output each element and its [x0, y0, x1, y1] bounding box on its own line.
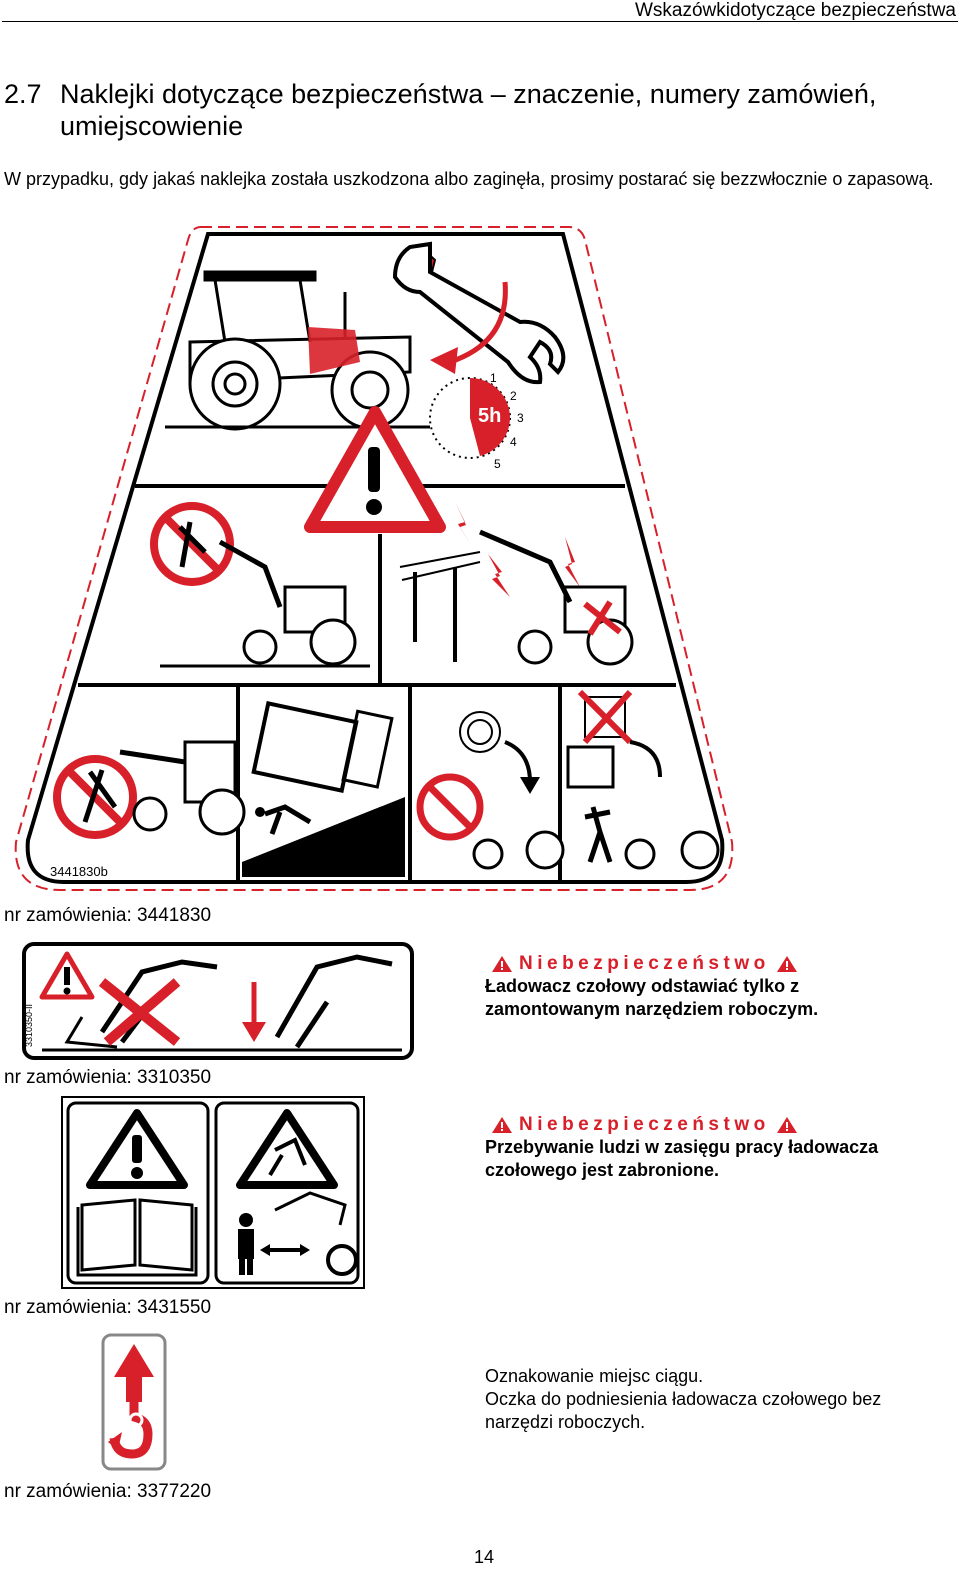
warning-triangle-icon: [776, 955, 797, 972]
warning-triangle-icon: [776, 1116, 797, 1133]
warning-block: Niebezpieczeństwo Ładowacz czołowy odsta…: [485, 952, 818, 1021]
safety-sticker-danger-zone: [61, 1096, 365, 1289]
power-line-danger-icon: [399, 502, 634, 666]
lifting-hook-sticker: [101, 1333, 167, 1471]
warning-triangle-icon: [492, 1116, 512, 1133]
section-title-line2: umiejscowienie: [60, 111, 244, 141]
warning-text-line: czołowego jest zabronione.: [485, 1160, 720, 1180]
person-keep-distance-icon: [238, 1191, 358, 1276]
warning-triangle-icon: [304, 406, 446, 533]
clock-mark: 2: [510, 389, 517, 403]
warning-text-line: Przebywanie ludzi w zasięgu pracy ładowa…: [485, 1137, 879, 1157]
safety-sticker-main: 5h 1 2 3 4 5: [14, 226, 734, 891]
warning-triangle-icon: [492, 955, 512, 972]
no-riding-on-loader-icon: [53, 740, 246, 839]
info-text-line: Oczka do podniesienia ładowacza czołoweg…: [485, 1389, 882, 1409]
clock-icon: 5h 1 2 3 4 5: [429, 371, 524, 471]
page-number: 14: [474, 1547, 495, 1567]
clock-label: 5h: [478, 405, 501, 427]
rollover-danger-icon: [242, 701, 405, 877]
info-text-line: narzędzi roboczych.: [485, 1412, 646, 1432]
running-header: Wskazówkidotyczące bezpieczeństwa: [634, 0, 956, 21]
warning-title: Niebezpieczeństwo: [519, 1114, 770, 1135]
warning-text-line: Ładowacz czołowy odstawiać tylko z: [485, 976, 800, 996]
no-overhead-load-icon: [416, 711, 565, 870]
order-number: nr zamówienia: 3441830: [4, 905, 212, 926]
sticker-code: 3441830b: [50, 864, 108, 879]
section-title-line1: Naklejki dotyczące bezpieczeństwa – znac…: [60, 79, 877, 109]
section-number: 2.7: [4, 79, 42, 109]
manual-book-icon: [76, 1198, 198, 1277]
clock-mark: 1: [490, 371, 497, 385]
safety-sticker-park-loader: 3310350-II: [22, 942, 414, 1060]
intro-paragraph: W przypadku, gdy jakaś naklejka została …: [4, 169, 934, 189]
wrench-icon: [392, 241, 566, 385]
order-number: nr zamówienia: 3377220: [4, 1481, 212, 1502]
header-divider: [2, 21, 958, 22]
no-person-under-loader-icon: [150, 502, 370, 668]
warning-title: Niebezpieczeństwo: [519, 953, 770, 974]
tractor-icon: [165, 270, 430, 431]
order-number: nr zamówienia: 3431550: [4, 1297, 212, 1318]
clock-mark: 4: [510, 435, 517, 449]
info-block: Oznakowanie miejsc ciągu. Oczka do podni…: [485, 1365, 881, 1434]
hook-icon: [108, 1344, 154, 1459]
clock-mark: 5: [494, 457, 501, 471]
section-heading: 2.7 Naklejki dotyczące bezpieczeństwa – z…: [4, 78, 876, 142]
warning-block: Niebezpieczeństwo Przebywanie ludzi w za…: [485, 1113, 878, 1182]
info-text-line: Oznakowanie miejsc ciągu.: [485, 1366, 704, 1386]
sticker-code: 3310350-II: [24, 1004, 34, 1047]
warning-text-line: zamontowanym narzędziem roboczym.: [485, 999, 819, 1019]
order-number: nr zamówienia: 3310350: [4, 1067, 212, 1088]
falling-load-icon: [566, 689, 720, 870]
clock-mark: 3: [517, 411, 524, 425]
